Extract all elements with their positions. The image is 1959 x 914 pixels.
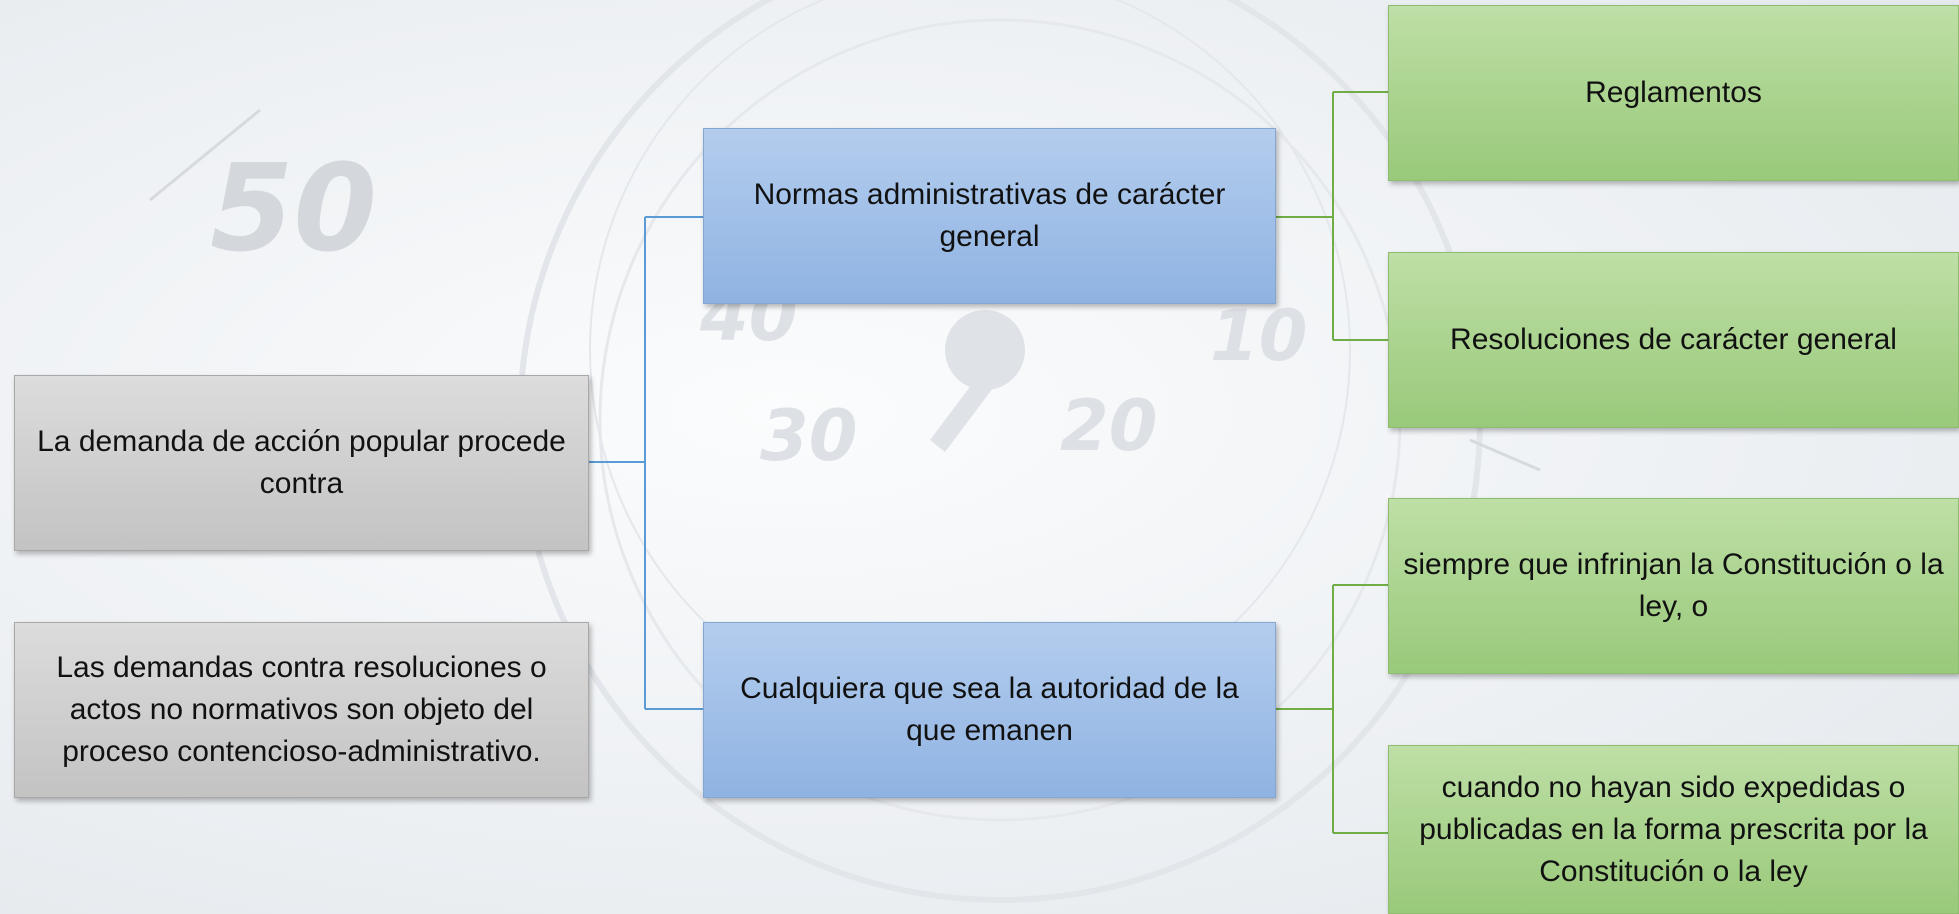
branch-node-normas: Normas administrativas de carácter gener… [703, 128, 1276, 304]
leaf-node-text: Resoluciones de carácter general [1450, 323, 1897, 356]
leaf-node-text: siempre que infrinjan la Constitución o … [1403, 548, 1944, 623]
branch2-connector [1276, 584, 1388, 834]
leaf-node-expedidas: cuando no hayan sido expedidas o publica… [1388, 745, 1959, 914]
dial-number: 50 [210, 140, 377, 279]
dial-number: 10 [1210, 295, 1307, 377]
leaf-node-text: cuando no hayan sido expedidas o publica… [1419, 770, 1928, 888]
dial-number: 30 [760, 395, 857, 477]
branch1-connector [1276, 91, 1388, 341]
root-node-text: La demanda de acción popular procede con… [37, 425, 566, 500]
leaf-node-reglamentos: Reglamentos [1388, 5, 1959, 181]
root-connector [589, 216, 703, 710]
leaf-node-text: Reglamentos [1585, 76, 1762, 109]
leaf-node-resoluciones: Resoluciones de carácter general [1388, 252, 1959, 428]
branch-node-autoridad: Cualquiera que sea la autoridad de la qu… [703, 622, 1276, 798]
branch-node-text: Normas administrativas de carácter gener… [753, 178, 1226, 253]
note-node: Las demandas contra resoluciones o actos… [14, 622, 589, 798]
root-node: La demanda de acción popular procede con… [14, 375, 589, 551]
leaf-node-infrinjan: siempre que infrinjan la Constitución o … [1388, 498, 1959, 674]
note-node-text: Las demandas contra resoluciones o actos… [56, 651, 547, 768]
branch-node-text: Cualquiera que sea la autoridad de la qu… [740, 672, 1239, 747]
dial-number: 20 [1060, 385, 1157, 467]
